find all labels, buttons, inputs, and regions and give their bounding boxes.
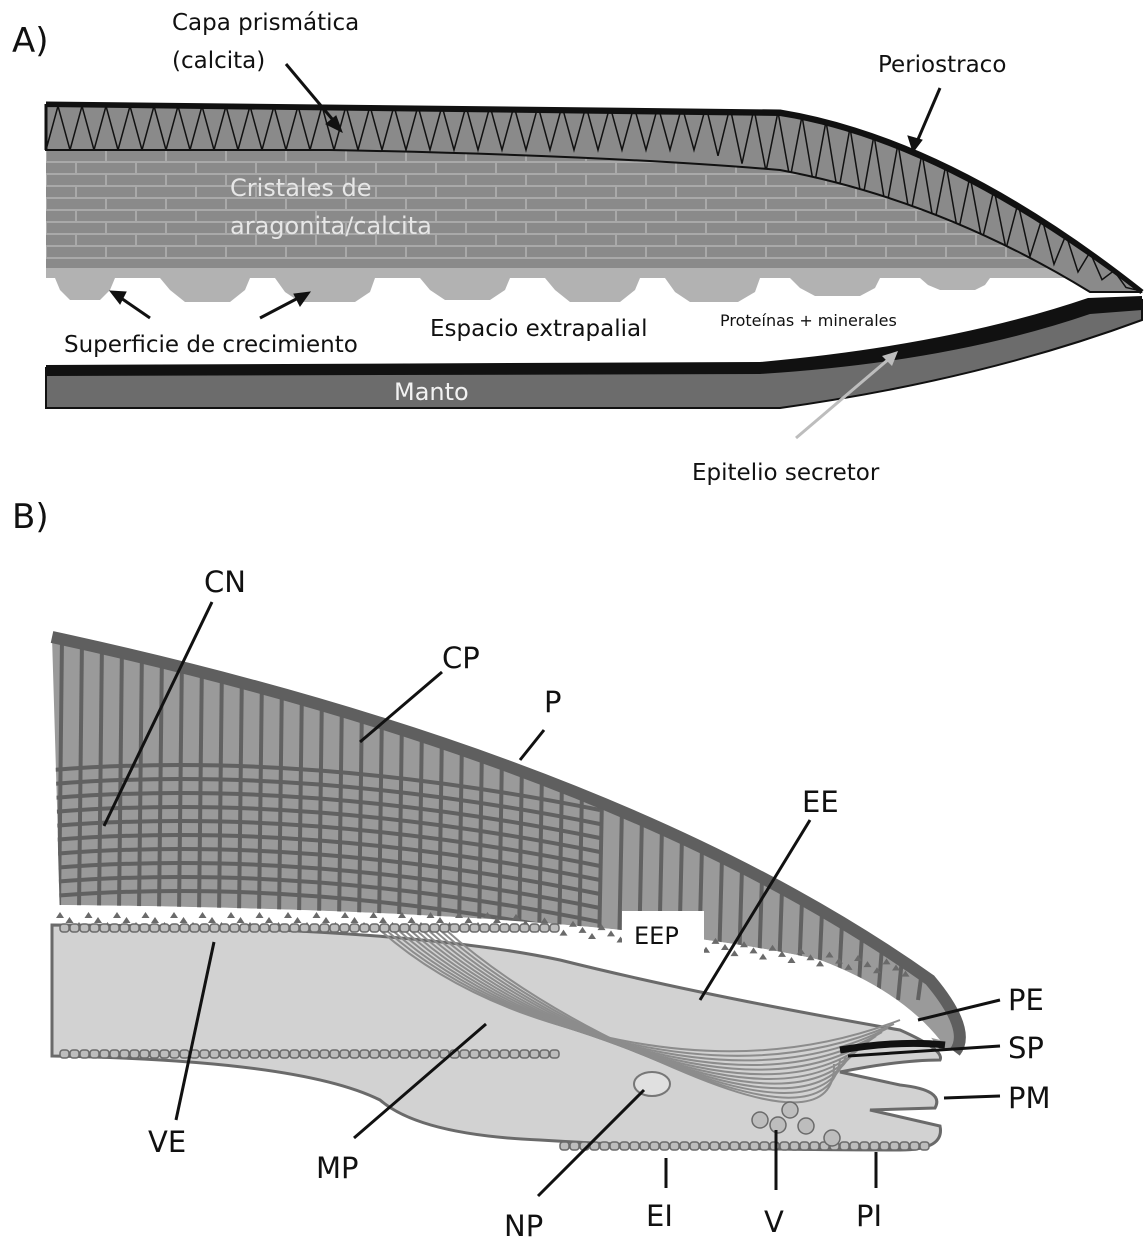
label-pe: PE xyxy=(1008,983,1044,1017)
label-manto: Manto xyxy=(394,378,469,406)
label-ei: EI xyxy=(646,1199,673,1233)
label-ee: EE xyxy=(802,785,839,819)
label-capa-prismatica: Capa prismática xyxy=(172,10,359,36)
label-p: P xyxy=(544,685,562,719)
label-proteinas: Proteínas + minerales xyxy=(720,311,897,330)
label-superficie: Superficie de crecimiento xyxy=(64,332,358,358)
label-cn: CN xyxy=(204,565,246,599)
label-sp: SP xyxy=(1008,1031,1044,1065)
label-pm: PM xyxy=(1008,1081,1051,1115)
label-pi: PI xyxy=(856,1199,882,1233)
label-mp: MP xyxy=(316,1151,359,1185)
label-eep: EEP xyxy=(634,922,679,950)
panel-b: B) EEP xyxy=(12,497,1051,1243)
panel-a: A) Ca xyxy=(12,10,1142,486)
label-v: V xyxy=(764,1205,784,1239)
label-cristales: Cristales de xyxy=(230,174,371,202)
label-espacio: Espacio extrapalial xyxy=(430,316,648,342)
label-cp: CP xyxy=(442,641,480,675)
nerve-ellipse xyxy=(634,1072,670,1096)
label-np: NP xyxy=(504,1209,543,1243)
growth-surface xyxy=(46,268,1090,302)
label-periostraco: Periostraco xyxy=(878,52,1006,78)
panel-b-label: B) xyxy=(12,497,49,537)
label-epitelio: Epitelio secretor xyxy=(692,460,880,486)
label-aragonita: aragonita/calcita xyxy=(230,212,432,240)
label-ve: VE xyxy=(148,1125,186,1159)
label-calcita: (calcita) xyxy=(172,48,265,74)
panel-a-label: A) xyxy=(12,21,49,61)
